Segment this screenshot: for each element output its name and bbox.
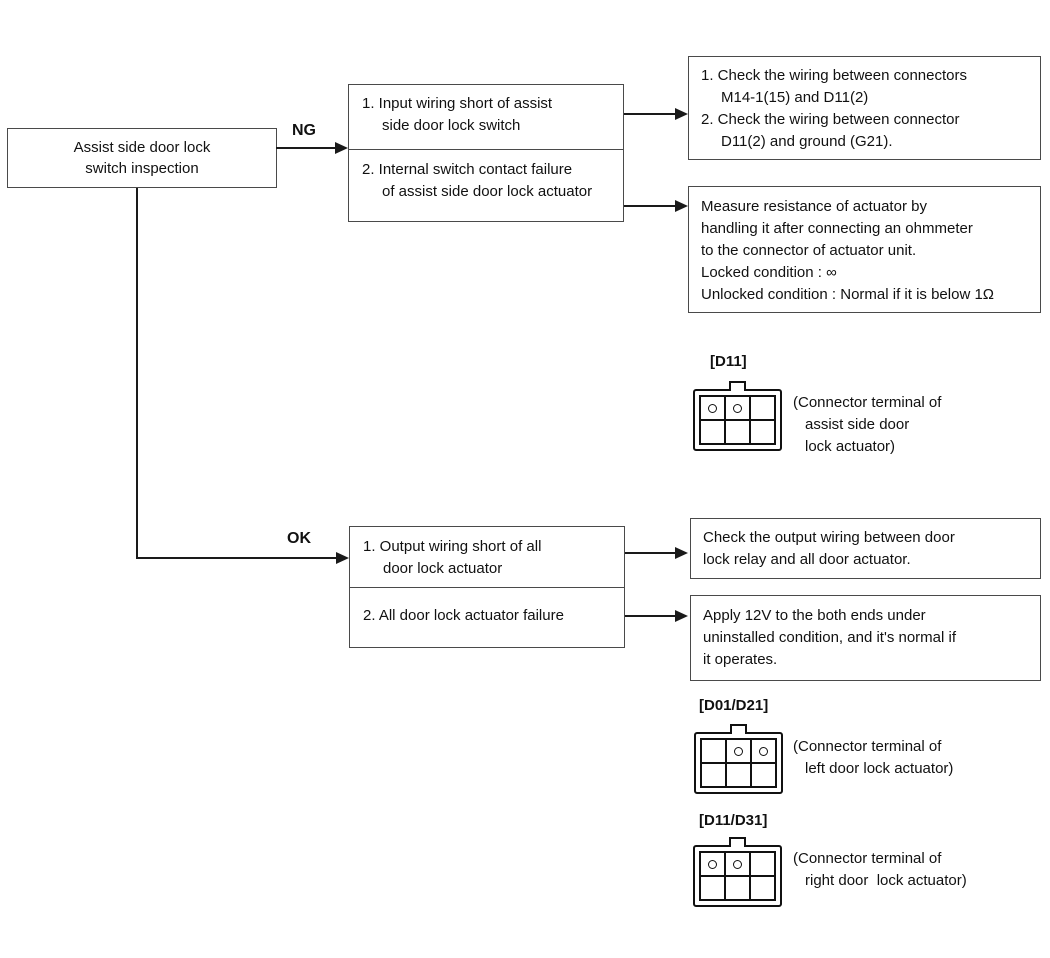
ng-action-resistance-box: Measure resistance of actuator by handli…	[688, 186, 1041, 313]
connector-cell	[700, 852, 725, 876]
connector-grid	[700, 738, 777, 788]
d11-caption-line3: lock actuator)	[805, 438, 896, 455]
ng-label: NG	[292, 122, 316, 139]
ok-cause-item-1: 1. Output wiring short of all door lock …	[350, 527, 624, 587]
ok-action2-arrowhead-icon	[675, 610, 688, 622]
start-box: Assist side door lock switch inspection	[7, 128, 277, 188]
connector-cell	[701, 763, 726, 787]
start-box-line2: switch inspection	[85, 160, 199, 177]
wiring-check-line4: D11(2) and ground (G21).	[721, 133, 893, 150]
connector-d11-d31-icon	[693, 837, 782, 907]
wiring-check-line3: 2. Check the wiring between connector	[701, 111, 960, 128]
ng-action2-arrowhead-icon	[675, 200, 688, 212]
pin-circle	[759, 746, 768, 756]
wiring-check-line1: 1. Check the wiring between connectors	[701, 67, 967, 84]
connector-d11-label: [D11]	[710, 353, 747, 370]
connector-cell	[725, 396, 750, 420]
ng-action-wiring-box: 1. Check the wiring between connectors M…	[688, 56, 1041, 160]
apply-12v-line2: uninstalled condition, and it's normal i…	[703, 629, 957, 646]
ng-cause-item-2-line2: of assist side door lock actuator	[382, 183, 593, 200]
pin-circle	[733, 403, 742, 413]
connector-cell	[700, 876, 725, 900]
output-wiring-line1: Check the output wiring between door	[703, 529, 955, 546]
connector-cell	[751, 763, 776, 787]
connector-d01-d21-label: [D01/D21]	[699, 697, 769, 714]
connector-grid	[699, 395, 776, 445]
resistance-line3: to the connector of actuator unit.	[701, 242, 917, 259]
connector-d11-icon	[693, 381, 782, 451]
ng-cause-item-1-line1: 1. Input wiring short of assist	[362, 95, 553, 112]
resistance-line1: Measure resistance of actuator by	[701, 198, 927, 215]
resistance-line2: handling it after connecting an ohmmeter	[701, 220, 973, 237]
connector-d11-d31-caption: (Connector terminal of right door lock a…	[793, 848, 967, 892]
connector-cell	[726, 763, 751, 787]
ok-cause-item-1-line2: door lock actuator	[383, 560, 503, 577]
connector-tab	[730, 724, 747, 734]
ok-cause-item-2: 2. All door lock actuator failure	[350, 587, 624, 646]
apply-12v-line1: Apply 12V to the both ends under	[703, 607, 926, 624]
connector-cell	[701, 739, 726, 763]
ok-branch-stem-line	[136, 188, 138, 559]
connector-cell	[726, 739, 751, 763]
connector-tab	[729, 837, 746, 847]
d11-caption-line1: (Connector terminal of	[793, 394, 942, 411]
ng-arrow-line	[276, 147, 336, 149]
connector-body	[693, 845, 782, 907]
d01-d21-caption-line1: (Connector terminal of	[793, 738, 942, 755]
connector-cell	[750, 852, 775, 876]
ok-action2-arrow-line	[625, 615, 676, 617]
connector-cell	[725, 876, 750, 900]
ok-action-apply-12v-box: Apply 12V to the both ends under uninsta…	[690, 595, 1041, 681]
connector-cell	[750, 876, 775, 900]
ng-action1-arrowhead-icon	[675, 108, 688, 120]
connector-cell	[725, 420, 750, 444]
d11-caption-line2: assist side door	[805, 416, 910, 433]
connector-d01-d21-caption: (Connector terminal of left door lock ac…	[793, 736, 953, 780]
ok-action1-arrow-line	[625, 552, 676, 554]
ng-cause-item-1: 1. Input wiring short of assist side doo…	[349, 85, 623, 149]
d11-d31-caption-line1: (Connector terminal of	[793, 850, 942, 867]
connector-tab	[729, 381, 746, 391]
connector-d11-d31-label: [D11/D31]	[699, 812, 768, 829]
resistance-line5: Unlocked condition : Normal if it is bel…	[701, 286, 995, 303]
connector-cell	[751, 739, 776, 763]
connector-cell	[725, 852, 750, 876]
connector-cell	[700, 396, 725, 420]
resistance-line4: Locked condition : ∞	[701, 264, 837, 281]
connector-d11-caption: (Connector terminal of assist side door …	[793, 392, 941, 458]
ok-label: OK	[287, 530, 311, 547]
ng-action1-arrow-line	[624, 113, 676, 115]
connector-cell	[750, 396, 775, 420]
ng-cause-item-2-line1: 2. Internal switch contact failure	[362, 161, 573, 178]
ok-cause-box: 1. Output wiring short of all door lock …	[349, 526, 625, 648]
pin-circle	[708, 859, 717, 869]
connector-body	[693, 389, 782, 451]
ng-cause-item-1-line2: side door lock switch	[382, 117, 521, 134]
ok-arrowhead-icon	[336, 552, 349, 564]
ng-arrowhead-icon	[335, 142, 348, 154]
pin-circle	[734, 746, 743, 756]
ng-cause-box: 1. Input wiring short of assist side doo…	[348, 84, 624, 222]
pin-circle	[708, 403, 717, 413]
connector-d01-d21-icon	[694, 724, 783, 794]
d11-d31-caption-line2: right door lock actuator)	[805, 872, 967, 889]
ok-arrow-line	[136, 557, 337, 559]
pin-circle	[733, 859, 742, 869]
connector-cell	[700, 420, 725, 444]
apply-12v-line3: it operates.	[703, 651, 778, 668]
wiring-check-line2: M14-1(15) and D11(2)	[721, 89, 869, 106]
d01-d21-caption-line2: left door lock actuator)	[805, 760, 954, 777]
ng-action2-arrow-line	[624, 205, 676, 207]
ok-cause-item-1-line1: 1. Output wiring short of all	[363, 538, 542, 555]
connector-cell	[750, 420, 775, 444]
ok-action-output-wiring-box: Check the output wiring between door loc…	[690, 518, 1041, 579]
output-wiring-line2: lock relay and all door actuator.	[703, 551, 911, 568]
connector-body	[694, 732, 783, 794]
ng-cause-item-2: 2. Internal switch contact failure of as…	[349, 149, 623, 220]
ok-action1-arrowhead-icon	[675, 547, 688, 559]
ok-cause-item-2-line1: 2. All door lock actuator failure	[363, 607, 564, 624]
start-box-line1: Assist side door lock	[73, 139, 211, 156]
connector-grid	[699, 851, 776, 901]
